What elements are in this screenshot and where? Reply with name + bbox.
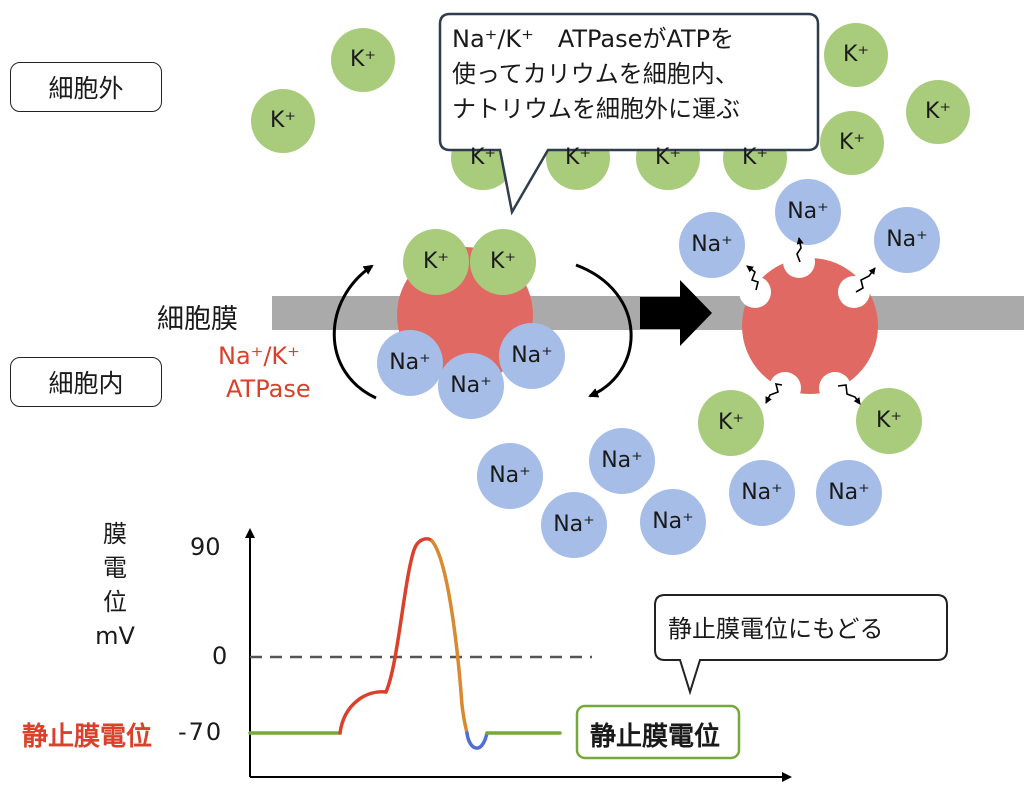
k-ion-label: K⁺	[422, 249, 450, 274]
na-ion-label: Na⁺	[511, 343, 553, 368]
tick-label-90: 90	[190, 533, 221, 561]
na-ion-label: Na⁺	[601, 448, 643, 473]
rest-potential-box-frame	[575, 704, 741, 760]
cycle-arrow-right	[575, 263, 633, 398]
na-ion-label: Na⁺	[450, 373, 492, 398]
graph-ylabel: 膜 電 位 mV	[95, 520, 135, 650]
k-ion-label: K⁺	[489, 249, 517, 274]
k-ion-label: K⁺	[469, 145, 497, 170]
tick-label-minus70: -70	[178, 718, 224, 746]
callout-top-text: Na⁺/K⁺ ATPaseがATPを 使ってカリウムを細胞内、 ナトリウムを細胞…	[452, 25, 740, 123]
k-ion-label: K⁺	[924, 99, 952, 124]
na-ion-label: Na⁺	[787, 199, 829, 224]
na-ion-label: Na⁺	[389, 350, 431, 375]
graph-axes	[245, 528, 792, 782]
na-ion-label: Na⁺	[828, 480, 870, 505]
squiggle-arrows	[746, 237, 876, 405]
k-ion-label: K⁺	[269, 108, 297, 133]
intracellular-na-ions	[477, 428, 882, 558]
callout-graph	[654, 594, 948, 696]
callout-graph-text: 静止膜電位にもどる	[668, 615, 884, 643]
k-ion-label: K⁺	[875, 408, 903, 433]
pump-left	[377, 229, 565, 419]
callout-top	[438, 12, 820, 216]
k-ion-label: K⁺	[564, 145, 592, 170]
released-ions	[679, 179, 940, 456]
na-ion-label: Na⁺	[691, 232, 733, 257]
na-ion-label: Na⁺	[886, 227, 928, 252]
k-ion-label: K⁺	[838, 130, 866, 155]
k-ion-label: K⁺	[349, 47, 377, 72]
label-extracellular: 細胞外	[10, 62, 162, 112]
label-intracellular: 細胞内	[10, 357, 162, 407]
na-ion-label: Na⁺	[489, 463, 531, 488]
na-ion-label: Na⁺	[741, 480, 783, 505]
transition-arrow	[640, 280, 712, 346]
k-ion-label: K⁺	[717, 410, 745, 435]
rest-potential-box-label: 静止膜電位	[590, 722, 721, 752]
action-potential-trace	[248, 537, 562, 750]
na-ion-label: Na⁺	[553, 512, 595, 537]
k-ion-label: K⁺	[741, 145, 769, 170]
k-ion-label: K⁺	[842, 42, 870, 67]
k-ion-label: K⁺	[654, 145, 682, 170]
pump-right	[739, 246, 878, 404]
rest-potential-label: 静止膜電位	[22, 722, 153, 752]
na-ion-label: Na⁺	[652, 509, 694, 534]
cycle-arrow-left	[332, 264, 377, 400]
label-membrane: 細胞膜	[157, 304, 238, 335]
tick-label-0: 0	[212, 642, 228, 670]
pump-name-line2: ATPase	[226, 375, 311, 403]
pump-name-line1: Na⁺/K⁺	[218, 342, 300, 370]
